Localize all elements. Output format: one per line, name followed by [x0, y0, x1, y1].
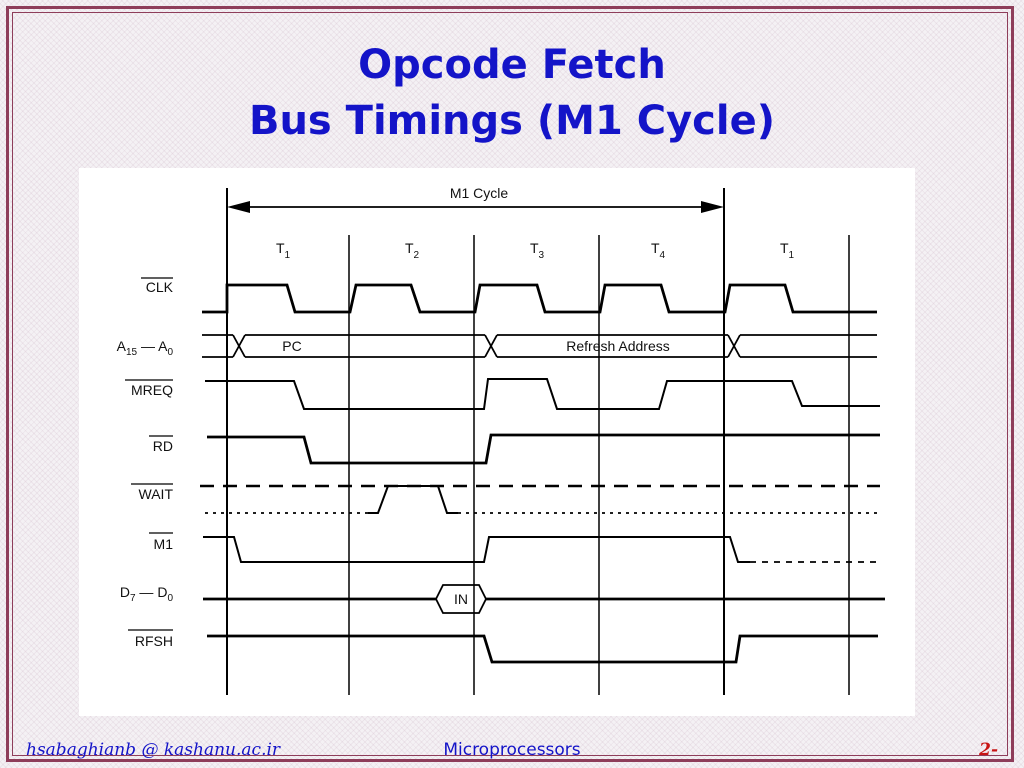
mreq-waveform: [205, 378, 880, 410]
pc-bus-label: PC: [282, 338, 301, 354]
m1-waveform: [203, 536, 750, 563]
footer-email: hsabaghianb @ kashanu.ac.ir: [26, 740, 281, 760]
rd-label: RD: [153, 438, 173, 454]
address-bus-label: A15 — A0: [117, 338, 174, 358]
data-bus-label: D7 — D0: [120, 584, 174, 604]
mreq-label: MREQ: [131, 382, 173, 398]
wait-waveform: [368, 485, 458, 514]
state-label-t2: T2: [405, 240, 420, 261]
slide-subtitle: Bus Timings (M1 Cycle): [248, 98, 776, 144]
refresh-address-label: Refresh Address: [566, 338, 670, 354]
m1-cycle-label: M1 Cycle: [450, 185, 509, 201]
state-label-t1: T1: [276, 240, 291, 261]
m1-label: M1: [154, 536, 174, 552]
state-label-t4: T4: [651, 240, 666, 261]
data-in-label: IN: [454, 591, 468, 607]
footer-course: Microprocessors: [443, 740, 581, 760]
footer-page-number: 2-: [979, 740, 998, 760]
clk-label: CLK: [146, 279, 174, 295]
rfsh-waveform: [207, 634, 878, 664]
timing-diagram: M1 Cycle T1 T2 T3 T4 T1 CLK A15 — A0 MRE…: [117, 185, 885, 695]
address-bus-waveform: [202, 334, 877, 358]
rd-waveform: [207, 433, 880, 465]
rfsh-label: RFSH: [135, 633, 173, 649]
clk-waveform: [202, 283, 877, 314]
state-label-next-t1: T1: [780, 240, 795, 261]
slide-inner-border: [12, 12, 1008, 756]
timing-diagram-panel: M1 Cycle T1 T2 T3 T4 T1 CLK A15 — A0 MRE…: [79, 168, 915, 716]
state-label-t3: T3: [530, 240, 545, 261]
data-in-box: [434, 584, 488, 614]
wait-label: WAIT: [139, 486, 174, 502]
slide-outer-border: [6, 6, 1014, 762]
arrow-head-left: [227, 201, 250, 213]
slide-title: Opcode Fetch: [358, 42, 666, 88]
arrow-head-right: [701, 201, 724, 213]
